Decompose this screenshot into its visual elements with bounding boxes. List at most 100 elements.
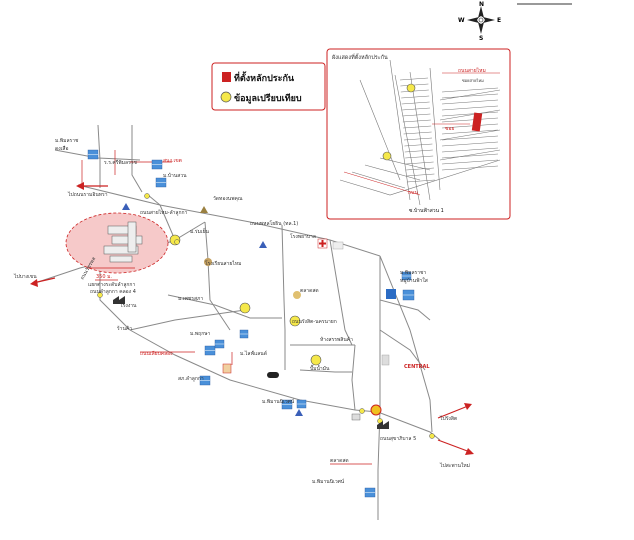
inset-plot-line-17 xyxy=(406,173,435,177)
label-center-school: โรงเรียนสายไหม xyxy=(205,260,241,267)
road-4 xyxy=(97,124,101,188)
label-to-left2: ไปบางเขน xyxy=(13,273,37,280)
building-icon-2 xyxy=(151,159,163,170)
inset-line-12 xyxy=(359,79,401,181)
label-hospital-road: ถนนสายไหม-ลำลูกกา xyxy=(140,209,188,216)
label-central-road: ถนนรังสิต-นครนายก xyxy=(292,318,337,325)
label-school: ร.ร.ศรีพิมลราช xyxy=(104,159,138,166)
compass-arrow-north xyxy=(478,6,484,18)
shop-icon xyxy=(222,363,232,374)
inset-line-10 xyxy=(439,129,501,141)
label-to-left: ไปถนนรามอินทรา xyxy=(67,191,108,198)
label-market: ตลาดสด xyxy=(300,288,319,294)
compare-marker-2 xyxy=(239,302,251,314)
inset-plot-line-1 xyxy=(399,77,429,81)
inset-plot-line-12 xyxy=(404,143,433,147)
building-icon-8 xyxy=(296,399,307,409)
inset-compare-2 xyxy=(382,151,392,161)
road-16 xyxy=(379,329,426,371)
inset-line-7 xyxy=(429,67,441,191)
zone-plot-2 xyxy=(111,235,143,245)
inset-plot-line-13 xyxy=(404,149,433,153)
label-village-c: ม.ไลฟ์แลนด์ xyxy=(240,350,267,357)
road-8 xyxy=(204,221,231,331)
label-bottom-village2: ม.พิมานนิเวศน์ xyxy=(312,478,345,485)
inset-line-2 xyxy=(351,171,406,189)
label-right-village: ม.พิมลราชา xyxy=(400,269,426,276)
label-village-e: ม.ร่มเย็น xyxy=(190,227,210,235)
yellow-circle-icon xyxy=(220,91,232,103)
tower-icon xyxy=(381,354,390,366)
inset-label-bottom: ซ.บ้านฟ้าสวน 1 xyxy=(409,207,444,214)
label-gas-station: ปั๊มน้ำมัน xyxy=(310,363,330,372)
inset-target-marker xyxy=(471,112,483,132)
inset-line-9 xyxy=(439,109,501,121)
arrow-west-1 xyxy=(76,182,84,190)
label-bottom-village: ม.พิมานนิเวศน์ xyxy=(262,398,295,405)
inset-plot-line-r-7 xyxy=(441,123,499,129)
inset-frame xyxy=(326,48,511,220)
inset-plot-line-r-1 xyxy=(441,87,499,93)
inset-plot-line-r-14 xyxy=(441,165,499,171)
temple-icon-2 xyxy=(204,258,212,266)
inset-line-3 xyxy=(364,164,421,181)
label-district-office: สนง.เขต xyxy=(163,158,182,164)
inset-plot-line-r-3 xyxy=(441,99,499,105)
inset-plot-line-r-2 xyxy=(441,93,499,99)
road-13 xyxy=(299,369,352,373)
inset-plot-line-r-13 xyxy=(441,159,499,165)
arrow-west-2 xyxy=(30,279,38,287)
label-nw-village: ม.พิมลราช xyxy=(55,137,79,144)
inset-plot-line-10 xyxy=(403,131,432,135)
zone-plot-4 xyxy=(109,255,133,263)
gas-station-icon-3 xyxy=(295,409,303,416)
building-icon-4 xyxy=(204,345,216,356)
label-to-right: ไปรังสิต xyxy=(439,415,457,422)
inset-plot-line-r-11 xyxy=(441,147,499,153)
bus-icon xyxy=(267,372,279,378)
label-shop: ร้านค้า xyxy=(117,325,133,332)
road-7 xyxy=(99,222,441,441)
road-6 xyxy=(147,194,161,206)
market-icon xyxy=(293,291,301,299)
compass-arrow-south xyxy=(478,22,484,34)
label-to-right2: ไปสะพานใหม่ xyxy=(439,462,470,469)
label-right-village2: หมู่บ้านฟ้าใส xyxy=(400,277,428,284)
inset-line-8 xyxy=(439,89,501,101)
building-icon-1 xyxy=(87,149,99,160)
signal-5 xyxy=(429,433,435,439)
inset-plot-line-16 xyxy=(405,167,435,171)
inset-line-6 xyxy=(409,71,431,201)
building-icons xyxy=(87,149,415,498)
road-20 xyxy=(379,299,431,321)
label-target-note: แยกต่างระดับลำลูกกา xyxy=(88,282,135,288)
inset-line-1 xyxy=(339,159,501,196)
traffic-signals xyxy=(97,193,435,439)
compare-marker-3 xyxy=(289,315,301,327)
label-police: สภ.ลำลูกกา xyxy=(178,376,204,382)
legend-label-target: ที่ตั้งหลักประกัน xyxy=(234,71,295,84)
inset-label-top: ถนนสายไหม xyxy=(458,67,486,74)
inset-plot-line-4 xyxy=(401,95,430,99)
inset-label-top-small: ซอยสายไหม xyxy=(462,78,484,83)
legend: ที่ตั้งหลักประกัน ข้อมูลเปรียบเทียบ xyxy=(211,62,326,111)
inset-label-bottom-red: ถนน xyxy=(408,190,418,196)
inset-plot-line-6 xyxy=(401,107,431,111)
zone-plot-5 xyxy=(127,221,137,253)
signal-3 xyxy=(359,408,365,414)
inset-compare-1 xyxy=(406,83,416,93)
label-south-road: ถนนเลียบคลอง xyxy=(140,350,173,357)
compass-e: E xyxy=(497,17,501,24)
inset-plot-line-9 xyxy=(403,125,432,129)
signal-2 xyxy=(97,292,103,298)
road-19 xyxy=(129,309,246,331)
legend-label-compare: ข้อมูลเปรียบเทียบ xyxy=(234,93,302,104)
label-main-road: ถนนพหลโยธิน (ทล.1) xyxy=(250,220,298,227)
building-icon-9 xyxy=(402,289,415,301)
label-mall: ห้างสรรพสินค้า xyxy=(320,336,353,343)
label-bottom-road: ถนนสุขาภิบาล 5 xyxy=(380,435,416,442)
inset-plot-line-r-4 xyxy=(441,105,499,111)
inset-title: ผังแสดงที่ตั้งหลักประกัน xyxy=(332,53,388,61)
road-network xyxy=(34,124,441,520)
